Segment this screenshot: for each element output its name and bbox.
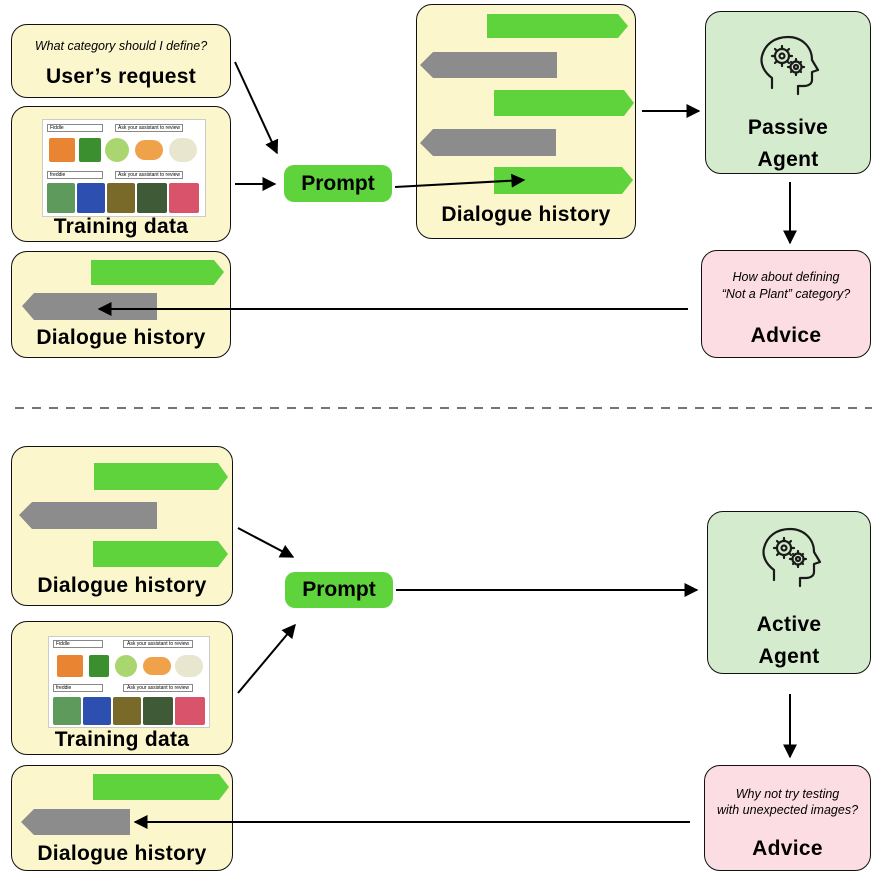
thumb-cabbage <box>115 655 137 677</box>
bottom-prompt-node: Prompt <box>285 572 393 608</box>
category-field: Fiddle <box>47 124 103 132</box>
ask-assistant-button: Ask your assistant to review <box>123 640 193 648</box>
user-request-box: What category should I define? User’s re… <box>11 24 231 98</box>
thumb-carrot <box>57 655 83 677</box>
user-bubble <box>93 541 228 567</box>
bottom-advice-box: Why not try testing with unexpected imag… <box>704 765 871 871</box>
agent-bubble <box>420 129 556 156</box>
thumb-onion <box>143 657 171 675</box>
user-request-label: User’s request <box>45 65 197 88</box>
thumb-cauliflower <box>169 138 197 162</box>
thumb-flower-yellow <box>107 183 135 213</box>
result-dialogue-history-label: Dialogue history <box>37 842 207 865</box>
center-dialogue-history-label: Dialogue history <box>441 203 611 226</box>
bottom-dialogue-history-label: Dialogue history <box>37 574 207 597</box>
bottom-advice-text-2: with unexpected images? <box>716 803 859 817</box>
thumb-broccoli <box>79 138 101 162</box>
arrow-prompt-to-history <box>394 173 526 188</box>
passive-agent-label-1: Passive <box>747 116 829 139</box>
user-bubble <box>487 14 628 38</box>
advice-text-2: “Not a Plant” category? <box>721 287 851 301</box>
category-field: freddie <box>47 171 103 179</box>
advice-text-1: How about defining <box>732 270 840 284</box>
thumb-cauliflower <box>175 655 203 677</box>
active-agent-label-1: Active <box>756 613 822 636</box>
passive-agent-box: Passive Agent <box>705 11 871 174</box>
advice-box: How about defining “Not a Plant” categor… <box>701 250 871 358</box>
user-bubble <box>91 260 224 285</box>
thumb-garden <box>137 183 167 213</box>
category-field: Fiddle <box>53 640 103 648</box>
arrow-request-to-prompt <box>234 61 279 155</box>
center-history-bubbles <box>420 14 634 194</box>
passive-agent-label-2: Agent <box>757 148 819 171</box>
thumb-carrot <box>49 138 75 162</box>
bottom-advice-text-1: Why not try testing <box>735 787 840 801</box>
bottom-advice-label: Advice <box>752 837 823 860</box>
training-data-box: Fiddle Ask your assistant to review fred… <box>11 106 231 242</box>
bottom-training-data-box: Fiddle Ask your assistant to review fred… <box>11 621 233 755</box>
center-dialogue-history-box: Dialogue history <box>416 4 636 239</box>
thumb-flower-pink <box>47 183 75 213</box>
ask-assistant-button: Ask your assistant to review <box>115 124 183 132</box>
active-agent-box: Active Agent <box>707 511 871 674</box>
agent-bubble <box>19 502 157 529</box>
dialogue-history-label: Dialogue history <box>36 326 206 349</box>
agent-bubble <box>420 52 557 78</box>
head-gears-icon <box>762 527 822 588</box>
prompt-node: Prompt <box>284 165 392 202</box>
bottom-training-data-label: Training data <box>54 728 190 751</box>
head-gears-icon <box>760 35 820 96</box>
user-bubble <box>93 774 229 800</box>
agent-bubble <box>22 293 157 320</box>
thumb-flower-red <box>169 183 199 213</box>
agent-bubble <box>21 809 130 835</box>
thumb-flower-red <box>175 697 205 725</box>
thumb-flower-blue <box>83 697 111 725</box>
advice-label: Advice <box>750 324 822 347</box>
arrow-history-to-prompt <box>237 527 295 558</box>
training-data-screenshot: Fiddle Ask your assistant to review fred… <box>48 636 210 728</box>
thumb-cabbage <box>105 138 129 162</box>
user-bubble <box>494 167 633 194</box>
thumb-flower-yellow <box>113 697 141 725</box>
active-agent-label-2: Agent <box>758 645 820 668</box>
thumb-broccoli <box>89 655 109 677</box>
thumb-flower-pink <box>53 697 81 725</box>
ask-assistant-button: Ask your assistant to review <box>115 171 183 179</box>
user-request-text: What category should I define? <box>34 39 208 53</box>
category-field: freddie <box>53 684 103 692</box>
ask-assistant-button: Ask your assistant to review <box>123 684 193 692</box>
thumb-garden <box>143 697 173 725</box>
thumb-onion <box>135 140 163 160</box>
training-data-label: Training data <box>53 215 189 238</box>
user-bubble <box>494 90 634 116</box>
user-bubble <box>94 463 228 490</box>
thumb-flower-blue <box>77 183 105 213</box>
arrow-training-to-prompt <box>237 623 296 694</box>
training-data-screenshot: Fiddle Ask your assistant to review fred… <box>42 119 206 217</box>
